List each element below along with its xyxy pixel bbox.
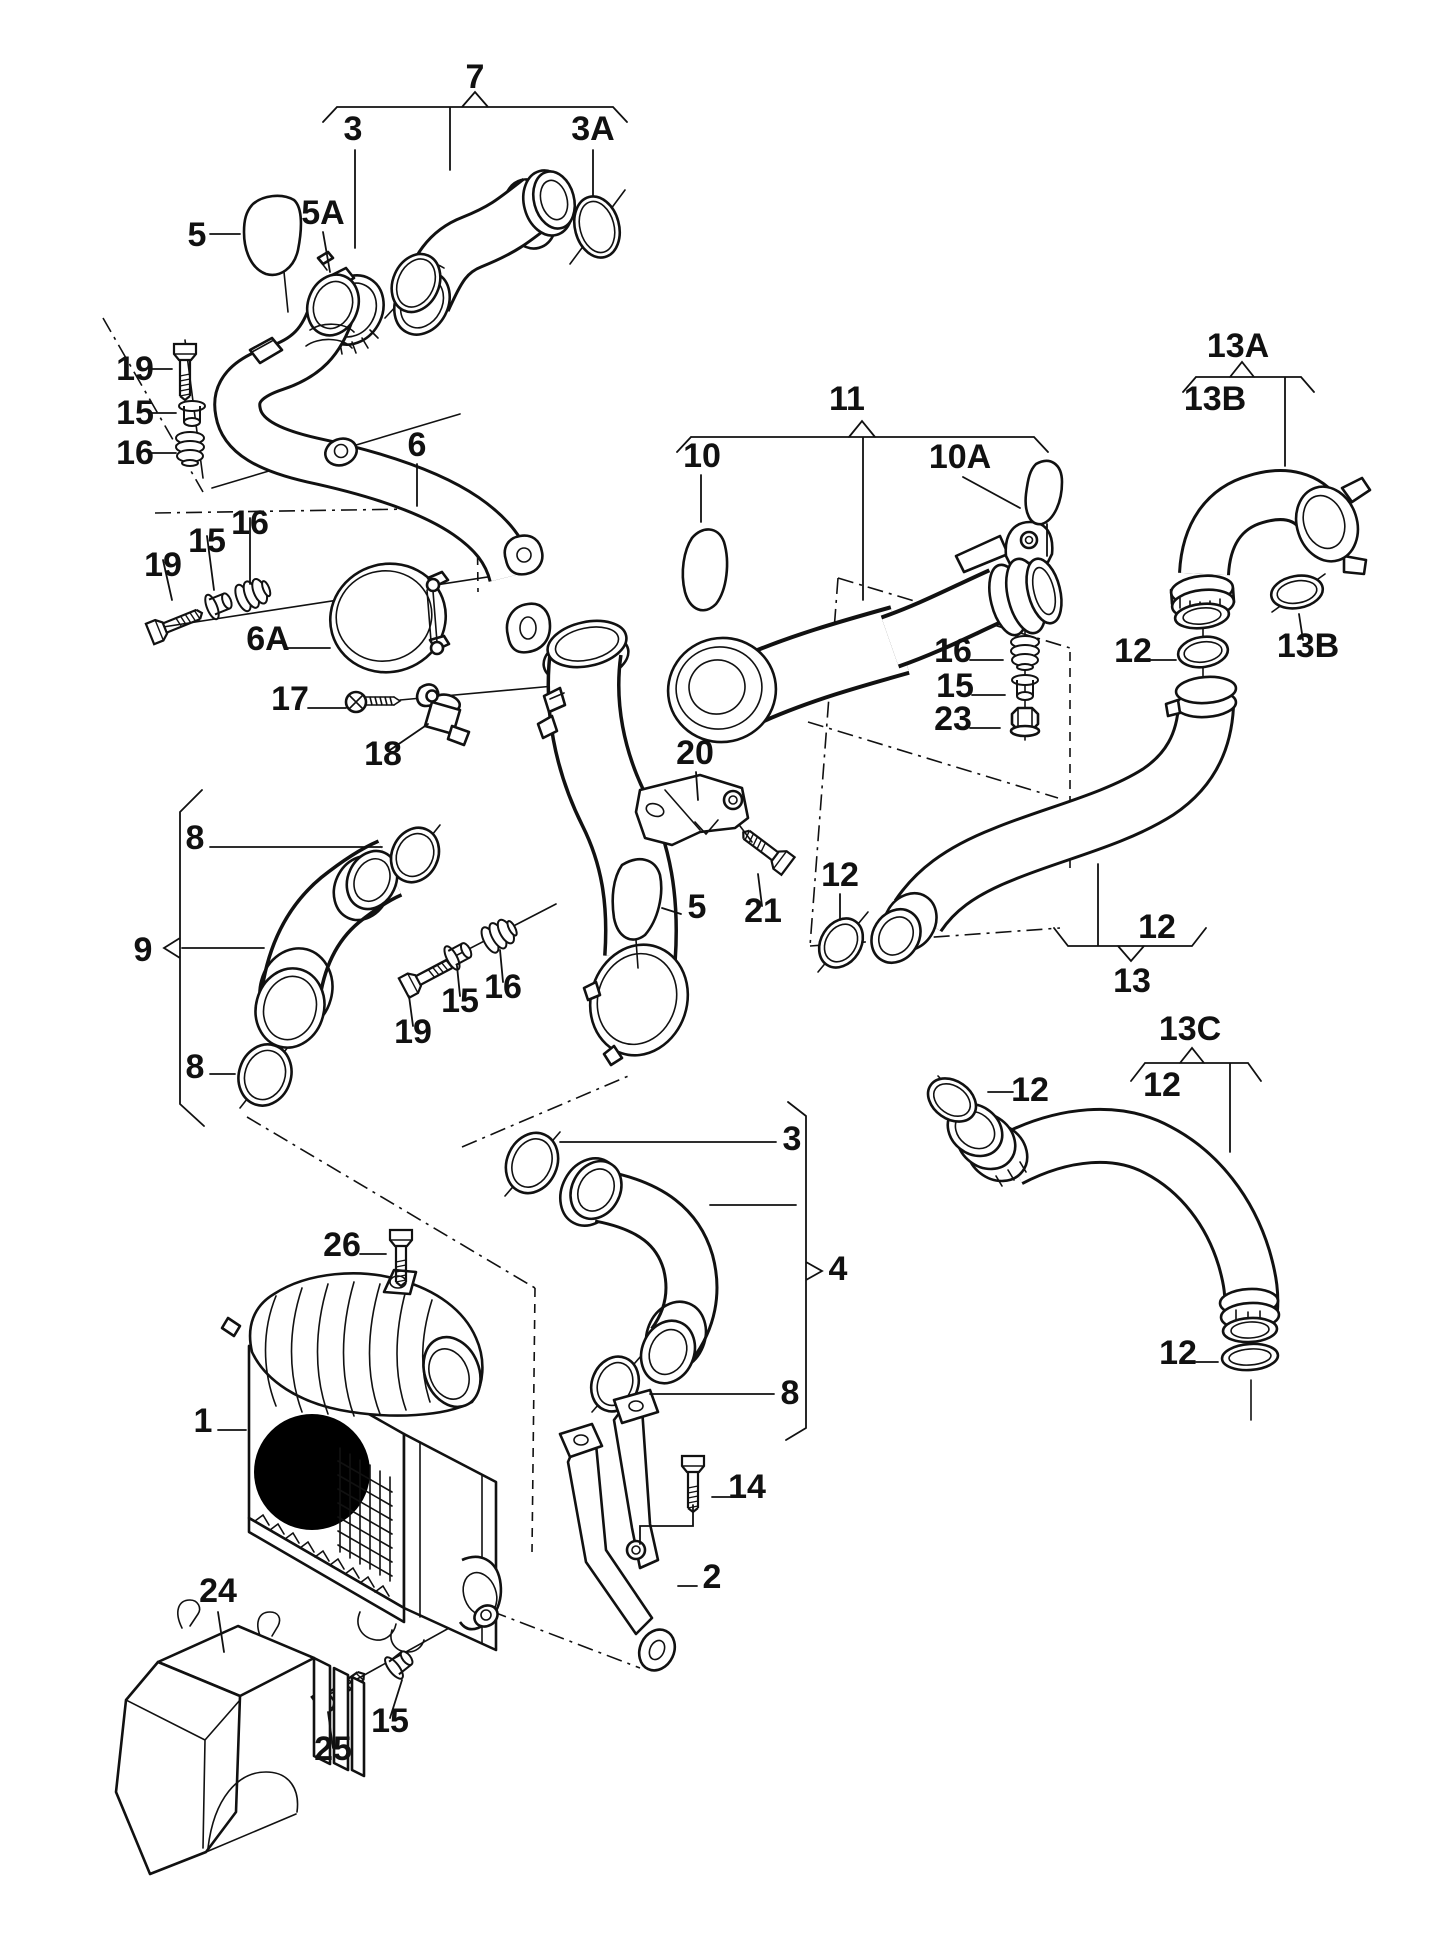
bolt-19-second [144, 601, 208, 646]
label-9: 9 [134, 931, 153, 969]
leader-lines [151, 90, 1315, 1749]
label-19b: 19 [144, 546, 182, 584]
resonator-6a [328, 562, 451, 674]
label-12c: 12 [1138, 908, 1176, 946]
label-16d: 16 [484, 968, 522, 1006]
label-6: 6 [408, 426, 427, 464]
label-3a: 3A [571, 110, 614, 148]
o-ring-3-bottom [504, 1131, 560, 1195]
o-ring-3a [572, 195, 622, 259]
shield-5-center [611, 857, 663, 969]
pressure-hose-13 [870, 675, 1238, 964]
grommet-16 [175, 431, 205, 467]
label-12b: 12 [821, 856, 859, 894]
heat-shield-5-top [242, 194, 303, 313]
charge-air-pipe-6 [213, 273, 552, 654]
sensor-18 [423, 689, 471, 747]
label-16b: 16 [231, 504, 269, 542]
label-13b: 13B [1184, 380, 1246, 418]
label-13b2: 13B [1277, 627, 1339, 665]
label-20: 20 [676, 734, 714, 772]
label-12e: 12 [1011, 1071, 1049, 1109]
label-21: 21 [744, 892, 782, 930]
o-ring-12-d [1220, 1342, 1280, 1372]
air-guide-duct-24 [114, 1599, 366, 1876]
label-11: 11 [829, 380, 865, 418]
screw-17 [344, 683, 440, 714]
label-17: 17 [271, 680, 309, 718]
label-12a: 12 [1114, 632, 1152, 670]
label-15b: 15 [188, 522, 226, 560]
label-5a: 5A [301, 194, 344, 232]
label-13a: 13A [1207, 327, 1269, 365]
bolt-19 [172, 342, 198, 402]
nut-23 [1009, 706, 1041, 738]
grommet-16-right [1010, 635, 1040, 671]
label-10: 10 [683, 437, 721, 475]
o-ring-3-top [390, 252, 442, 314]
crosshatch [337, 1447, 393, 1582]
position-labels: 7 3 3A 5 5A 19 15 16 6 11 10 10A 13A 13B… [116, 58, 1339, 1768]
label-3: 3 [344, 110, 363, 148]
o-ring-12-b [817, 917, 865, 969]
label-13c: 13C [1159, 1010, 1221, 1048]
label-5: 5 [188, 216, 207, 254]
o-ring-8-top [389, 826, 441, 884]
bolt-14 [680, 1454, 706, 1514]
label-26: 26 [323, 1226, 361, 1264]
label-12d: 12 [1143, 1066, 1181, 1104]
label-3b: 3 [783, 1120, 802, 1158]
o-ring-13b [1269, 574, 1325, 610]
label-1: 1 [194, 1402, 213, 1440]
label-13: 13 [1113, 962, 1151, 1000]
o-ring-8-bottom [237, 1043, 293, 1107]
label-15: 15 [116, 394, 154, 432]
label-15c: 15 [936, 667, 974, 705]
elbow-pipe-9 [254, 839, 403, 1049]
o-ring-12-c [926, 1077, 978, 1123]
connecting-hose-4 [559, 1157, 719, 1385]
washer-15 [178, 400, 206, 427]
label-15d: 15 [441, 982, 479, 1020]
label-7: 7 [466, 58, 485, 96]
label-5c: 5 [688, 888, 707, 926]
label-2: 2 [703, 1558, 722, 1596]
shield-10a [1024, 459, 1064, 526]
intake-pipe-11 [666, 520, 1063, 744]
support-bracket-2 [558, 1388, 677, 1672]
label-10a: 10A [929, 438, 991, 476]
label-14: 14 [728, 1468, 766, 1506]
label-24: 24 [199, 1572, 237, 1610]
label-12f: 12 [1159, 1334, 1197, 1372]
label-4: 4 [829, 1250, 848, 1288]
label-19: 19 [116, 350, 154, 388]
label-8c: 8 [781, 1374, 800, 1412]
shield-10 [681, 528, 729, 612]
grommet-16-second [231, 573, 276, 615]
elbow-13a [1169, 469, 1372, 630]
label-15e: 15 [371, 1702, 409, 1740]
pressure-hose-13c [946, 1102, 1281, 1344]
label-19c: 19 [394, 1013, 432, 1051]
bolt-21 [735, 822, 796, 876]
grommet-16-third [477, 913, 523, 957]
label-8b: 8 [186, 1048, 205, 1086]
label-18: 18 [364, 735, 402, 773]
o-ring-12-a [1176, 635, 1230, 669]
label-8a: 8 [186, 819, 205, 857]
label-16: 16 [116, 434, 154, 472]
label-6a: 6A [246, 620, 289, 658]
bracket-20 [634, 773, 750, 847]
intercooler [220, 1268, 503, 1653]
label-16c: 16 [934, 632, 972, 670]
label-23: 23 [934, 700, 972, 738]
label-25: 25 [314, 1730, 352, 1768]
